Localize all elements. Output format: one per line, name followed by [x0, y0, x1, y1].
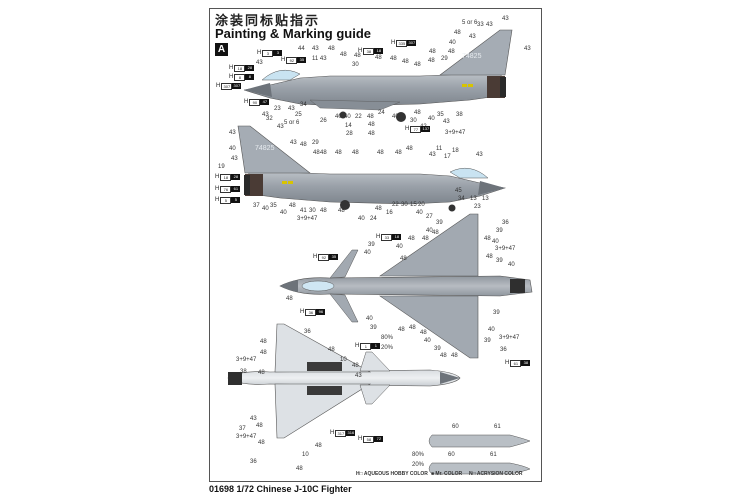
- mix-note-pct: 80%: [381, 335, 394, 341]
- legend-acrysion: N□ ACRYSION COLOR: [469, 471, 523, 477]
- tank-part-number: 61: [490, 452, 497, 458]
- bottom-view: [227, 323, 461, 439]
- mix-note-pct: 20%: [412, 462, 425, 468]
- product-caption: 01698 1/72 Chinese J-10C Fighter: [209, 484, 352, 494]
- tank-part-number: 61: [494, 424, 501, 430]
- top-view: [279, 213, 533, 359]
- side-view-right: 74825: [237, 125, 507, 212]
- scheme-badge: A: [215, 43, 228, 56]
- mix-note-pct: 20%: [381, 345, 394, 351]
- legend-mr-color: ■ Mr. COLOR: [431, 471, 463, 477]
- svg-text:74825: 74825: [255, 145, 275, 152]
- tank-part-number: 60: [452, 424, 459, 430]
- mix-note-pct: 80%: [412, 452, 425, 458]
- title-english: Painting & Marking guide: [215, 26, 372, 41]
- title-chinese: 涂装同标贴指示: [215, 14, 321, 29]
- tank-part-number: 60: [448, 452, 455, 458]
- legend-aqueous: H□ AQUEOUS HOBBY COLOR: [356, 471, 428, 477]
- drop-tank-1: [428, 434, 531, 448]
- serial-number-text: 74825: [462, 53, 482, 60]
- drop-tank-2: [428, 462, 531, 475]
- side-view-left: 74825: [243, 29, 513, 122]
